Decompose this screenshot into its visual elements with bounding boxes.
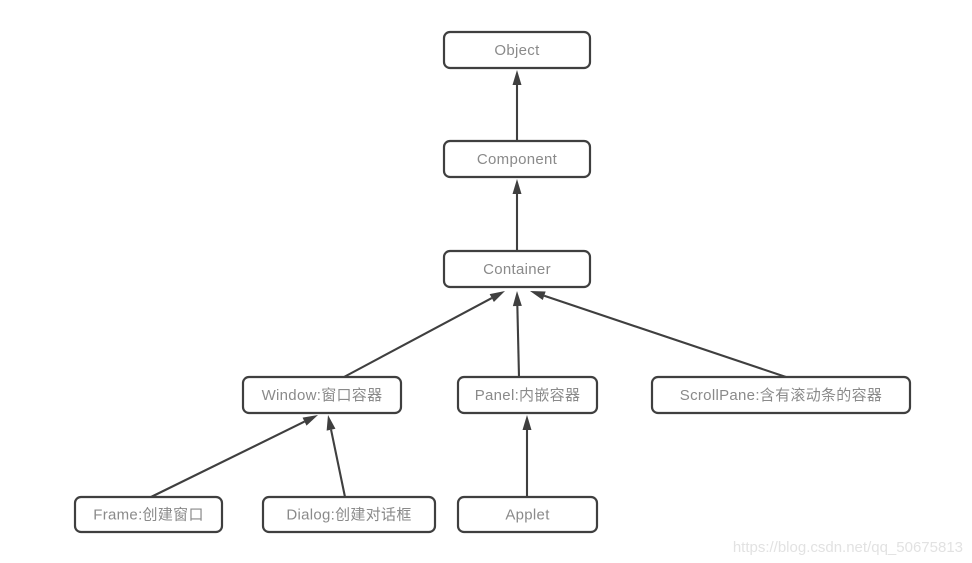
node-box-component (442, 139, 592, 179)
node-label-object: Object (494, 42, 540, 59)
arrowhead-window-to-container (489, 291, 505, 303)
node-label-applet: Applet (505, 506, 550, 523)
node-box-dialog (261, 495, 437, 534)
node-box-container (442, 249, 592, 289)
node-scrollpane[interactable]: ScrollPane:含有滚动条的容器 (650, 375, 912, 415)
arrowhead-component-to-object (512, 70, 522, 85)
arrowhead-dialog-to-window (326, 415, 336, 431)
node-label-container: Container (483, 261, 551, 278)
node-box-frame (73, 495, 224, 534)
node-frame[interactable]: Frame:创建窗口 (73, 495, 224, 534)
edge-frame-to-window (150, 420, 305, 498)
edge-scrollpane-to-container (543, 294, 787, 378)
node-container[interactable]: Container (442, 249, 592, 289)
node-label-frame: Frame:创建窗口 (93, 505, 204, 523)
edges-layer (150, 70, 787, 498)
node-box-applet (456, 495, 599, 534)
node-box-scrollpane (650, 375, 912, 415)
node-component[interactable]: Component (442, 139, 592, 179)
node-box-object (442, 30, 592, 70)
node-box-panel (456, 375, 599, 415)
arrowhead-frame-to-window (302, 415, 318, 426)
node-label-component: Component (477, 151, 558, 168)
watermark-label: https://blog.csdn.net/qq_50675813 (733, 539, 963, 556)
node-label-window: Window:窗口容器 (262, 386, 383, 404)
edge-dialog-to-window (330, 429, 347, 498)
arrowhead-scrollpane-to-container (530, 291, 546, 301)
node-label-scrollpane: ScrollPane:含有滚动条的容器 (680, 387, 882, 404)
node-window[interactable]: Window:窗口容器 (241, 375, 403, 415)
node-box-window (241, 375, 403, 415)
node-label-panel: Panel:内嵌容器 (475, 387, 581, 404)
edge-window-to-container (343, 297, 493, 378)
arrowhead-panel-to-container (512, 291, 522, 307)
arrowhead-container-to-component (512, 179, 522, 194)
edge-panel-to-container (516, 305, 521, 378)
node-object[interactable]: Object (442, 30, 592, 70)
node-panel[interactable]: Panel:内嵌容器 (456, 375, 599, 415)
node-dialog[interactable]: Dialog:创建对话框 (261, 495, 437, 534)
arrowhead-applet-to-panel (522, 415, 532, 430)
node-label-dialog: Dialog:创建对话框 (286, 506, 411, 523)
node-applet[interactable]: Applet (456, 495, 599, 534)
